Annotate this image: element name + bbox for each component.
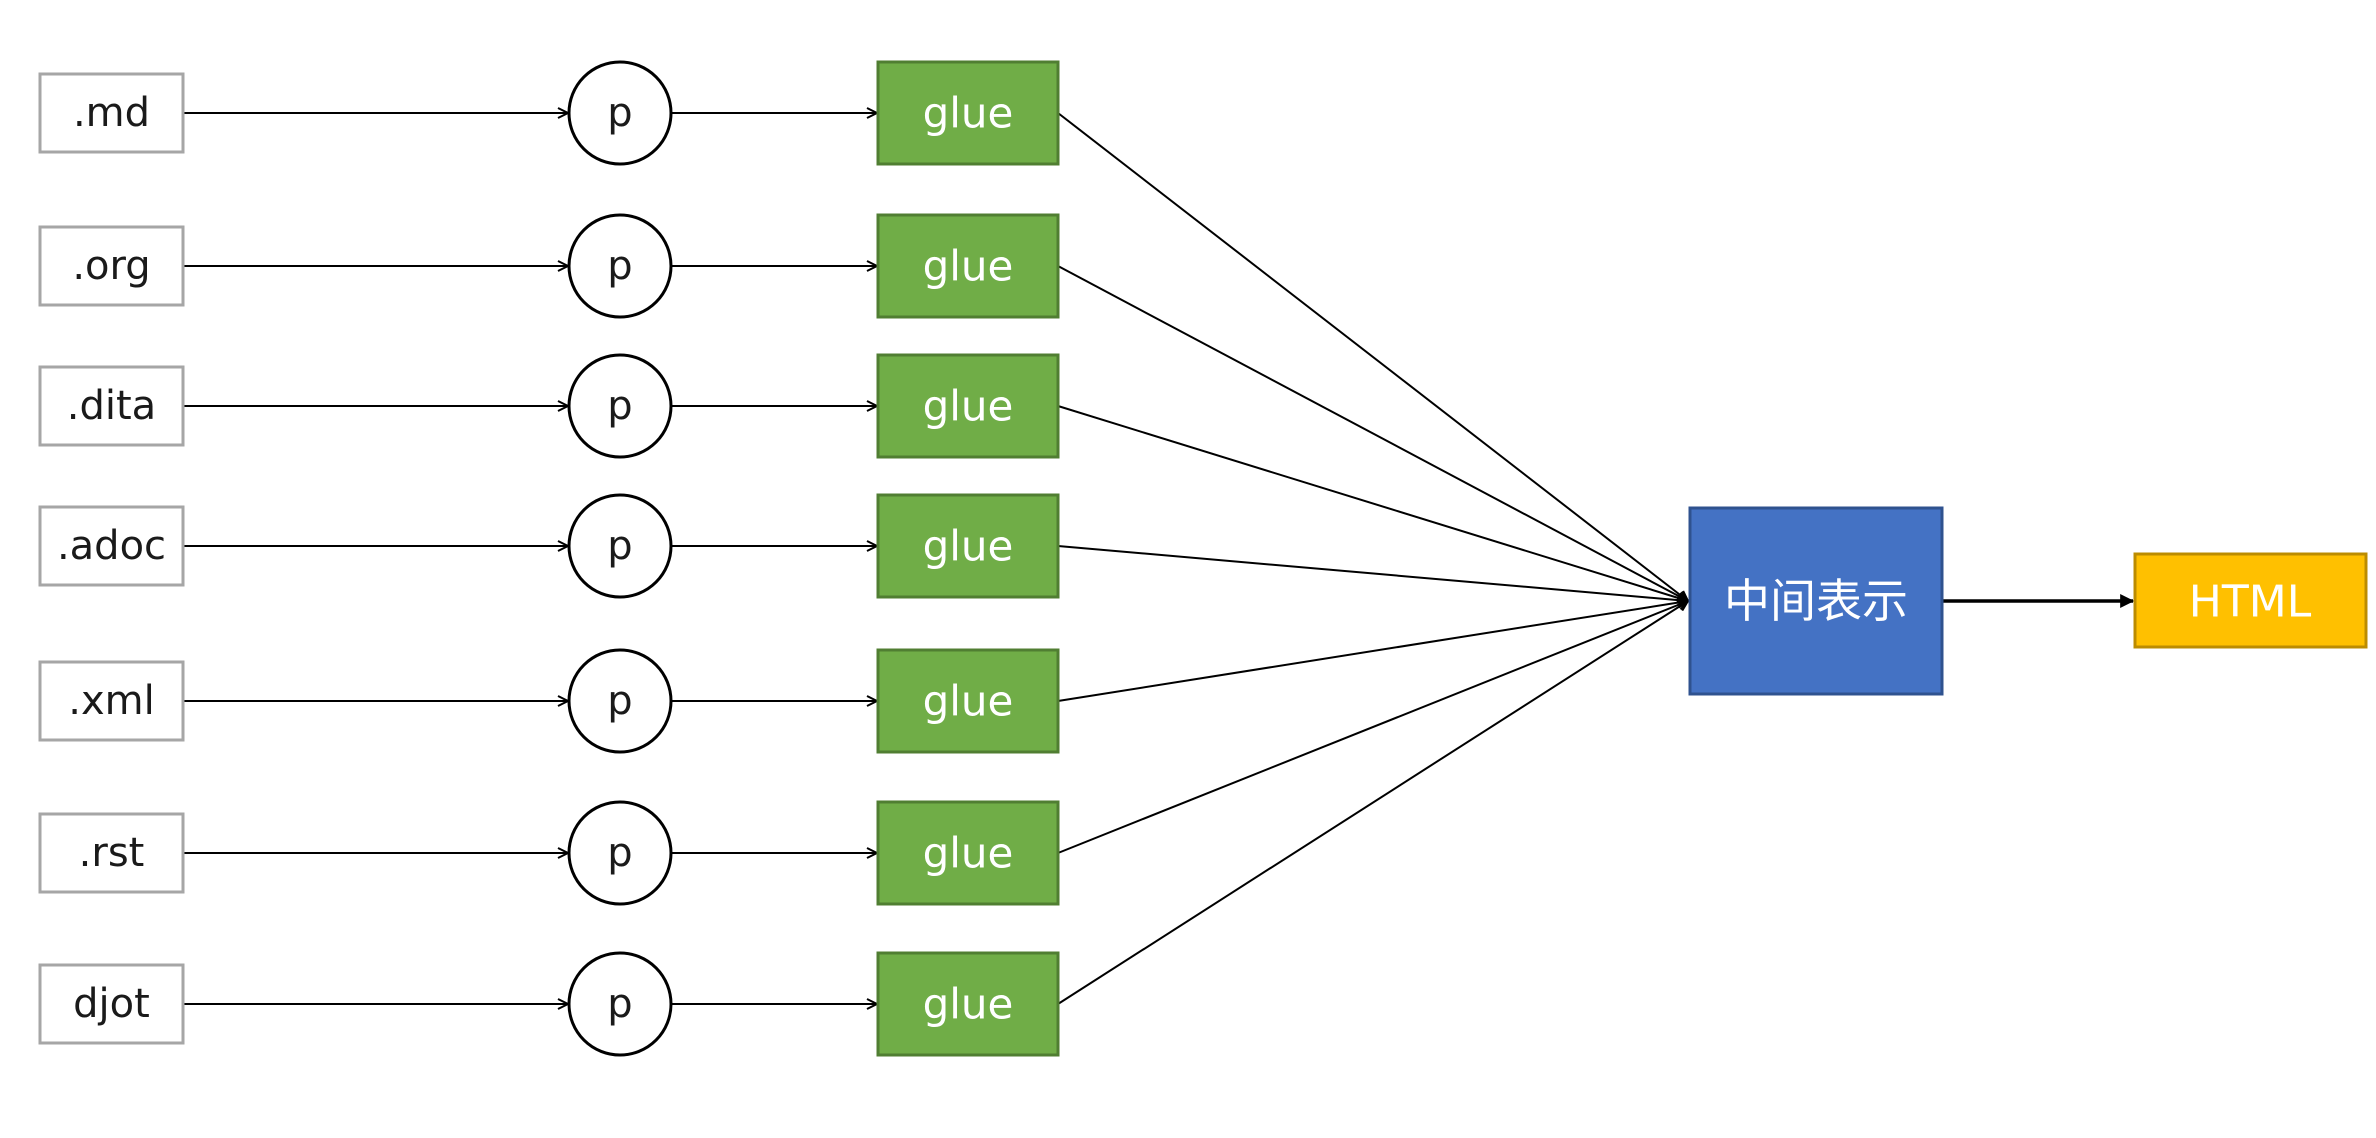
glue-box: glue (876, 213, 1060, 319)
glue-box: glue (876, 60, 1060, 166)
intermediate-representation-label: 中间表示 (1724, 574, 1908, 628)
parser-node: p (567, 60, 673, 166)
intermediate-representation-box: 中间表示 (1688, 506, 1944, 696)
glue-box: glue (876, 800, 1060, 906)
edges-layer (183, 112, 2135, 1005)
parser-label: p (607, 830, 632, 876)
edge-glue-to-intermediate (1057, 601, 1688, 702)
parser-node: p (567, 648, 673, 754)
source-format-label: .rst (79, 830, 145, 876)
parser-label: p (607, 523, 632, 569)
source-format-label: .adoc (57, 523, 166, 569)
glue-label: glue (923, 522, 1014, 571)
glue-label: glue (923, 829, 1014, 878)
edge-glue-to-intermediate (1057, 601, 1688, 854)
source-format-box: .rst (38, 812, 185, 894)
source-format-box: .md (38, 72, 185, 154)
parser-label: p (607, 243, 632, 289)
glue-box: glue (876, 493, 1060, 599)
glue-box: glue (876, 648, 1060, 754)
parser-node: p (567, 493, 673, 599)
source-format-box: djot (38, 963, 185, 1045)
source-format-box: .dita (38, 365, 185, 447)
edge-glue-to-intermediate (1057, 112, 1688, 601)
glue-label: glue (923, 980, 1014, 1029)
glue-box: glue (876, 353, 1060, 459)
source-format-label: .md (73, 90, 150, 136)
source-format-label: .dita (67, 383, 156, 429)
parser-node: p (567, 353, 673, 459)
edge-glue-to-intermediate (1057, 545, 1688, 601)
glue-label: glue (923, 677, 1014, 726)
edge-glue-to-intermediate (1057, 265, 1688, 601)
glue-label: glue (923, 89, 1014, 138)
parser-label: p (607, 981, 632, 1027)
parser-node: p (567, 213, 673, 319)
parser-label: p (607, 90, 632, 136)
source-format-box: .adoc (38, 505, 185, 587)
source-format-label: djot (73, 981, 150, 1027)
nodes-layer: .md p glue .org p glue .dita p glue .adoc p glue .xm… (38, 60, 1060, 1057)
source-format-box: .xml (38, 660, 185, 742)
glue-label: glue (923, 382, 1014, 431)
parser-node: p (567, 951, 673, 1057)
glue-label: glue (923, 242, 1014, 291)
parser-node: p (567, 800, 673, 906)
source-format-label: .xml (68, 678, 154, 724)
parser-label: p (607, 383, 632, 429)
edge-glue-to-intermediate (1057, 601, 1688, 1005)
html-output-box: HTML (2133, 552, 2368, 649)
html-output-label: HTML (2189, 577, 2312, 628)
glue-box: glue (876, 951, 1060, 1057)
source-format-box: .org (38, 225, 185, 307)
parser-label: p (607, 678, 632, 724)
source-format-label: .org (72, 243, 150, 289)
edge-glue-to-intermediate (1057, 405, 1688, 601)
